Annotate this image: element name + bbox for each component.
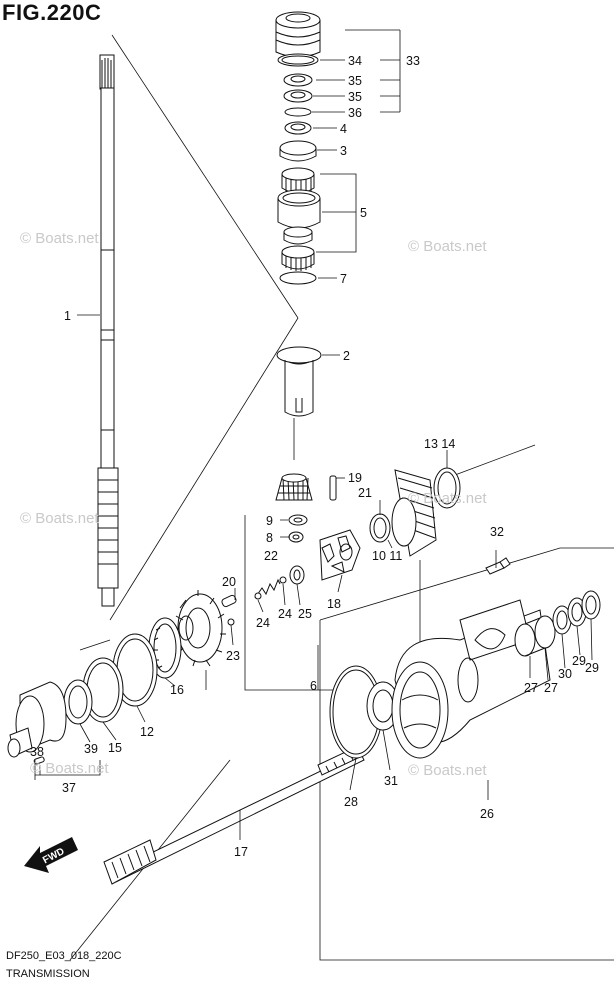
callout-34: 34: [348, 54, 362, 68]
part-forward-gear[interactable]: [173, 590, 226, 667]
fig-title: FIG.220C: [2, 0, 102, 25]
part-washer-9[interactable]: [288, 514, 308, 526]
callout-5: 5: [360, 206, 367, 220]
callout-13-14: 13 14: [424, 437, 455, 451]
callout-6: 6: [310, 679, 317, 693]
callout-9: 9: [266, 514, 273, 528]
callout-21: 21: [358, 486, 372, 500]
part-bearing-39[interactable]: [63, 679, 93, 725]
part-race-3[interactable]: [279, 140, 317, 162]
watermark: © Boats.net: [30, 760, 109, 777]
callout-17: 17: [234, 845, 248, 859]
part-spring-22[interactable]: [254, 578, 281, 600]
figure-code: DF250_E03_018_220C: [6, 950, 122, 962]
part-washer-25[interactable]: [289, 565, 305, 585]
callout-1: 1: [64, 309, 71, 323]
callout-30: 30: [558, 667, 572, 681]
callout-36: 36: [348, 106, 362, 120]
part-sleeve-2[interactable]: [276, 346, 322, 417]
callout-25: 25: [298, 607, 312, 621]
part-ball-24[interactable]: [279, 576, 287, 584]
callout-35a: 35: [348, 74, 362, 88]
part-ring-36[interactable]: [284, 107, 312, 117]
part-seal-29b[interactable]: [581, 590, 601, 620]
part-ring-21[interactable]: [369, 513, 391, 543]
part-shim-7[interactable]: [279, 271, 317, 285]
part-nut-8[interactable]: [288, 531, 304, 543]
callout-10-11: 10 11: [372, 549, 402, 563]
callout-39: 39: [84, 742, 98, 756]
callout-19: 19: [348, 471, 362, 485]
watermark: © Boats.net: [408, 762, 487, 779]
part-bearing-housing-37[interactable]: [7, 681, 67, 758]
callout-27a: 27: [524, 681, 538, 695]
part-bearing-set-5[interactable]: [277, 167, 321, 271]
part-pinion-gear[interactable]: [275, 473, 313, 501]
part-bevel-gear-reverse[interactable]: [391, 469, 437, 557]
callout-33: 33: [406, 54, 420, 68]
part-seal-35a[interactable]: [283, 73, 313, 87]
callout-29a: 29: [572, 654, 586, 668]
watermark: © Boats.net: [20, 230, 99, 247]
callout-24b: 24: [278, 607, 292, 621]
callout-leaders: [34, 29, 593, 840]
callout-31: 31: [384, 774, 398, 788]
callout-38: 38: [30, 745, 44, 759]
part-clutch-18[interactable]: [319, 529, 361, 581]
callout-3: 3: [340, 144, 347, 158]
callout-37: 37: [62, 781, 76, 795]
callout-32: 32: [490, 525, 504, 539]
callout-labels: 1 34 33 35 35 36 4 3 5 7 2 13 14 19 21 9…: [30, 54, 599, 859]
part-cap-33[interactable]: [275, 11, 321, 58]
callout-35b: 35: [348, 90, 362, 104]
callout-2: 2: [343, 349, 350, 363]
watermark: © Boats.net: [408, 238, 487, 255]
part-shim-13-14[interactable]: [433, 467, 461, 509]
part-bolt-32[interactable]: [485, 557, 511, 575]
callout-16: 16: [170, 683, 184, 697]
callout-15: 15: [108, 741, 122, 755]
callout-20: 20: [222, 575, 236, 589]
callout-12: 12: [140, 725, 154, 739]
part-ball-23[interactable]: [227, 618, 235, 626]
fwd-arrow: FWD: [24, 837, 78, 873]
part-pin-19[interactable]: [329, 475, 337, 501]
callout-18: 18: [327, 597, 341, 611]
part-propeller-shaft-17[interactable]: [103, 746, 365, 885]
part-bearing-4[interactable]: [284, 121, 312, 135]
callout-24a: 24: [256, 616, 270, 630]
callout-27b: 27: [544, 681, 558, 695]
part-shaft-housing-26[interactable]: [391, 599, 551, 759]
part-key-38[interactable]: [33, 756, 45, 765]
watermark: © Boats.net: [408, 490, 487, 507]
callout-29b: 29: [585, 661, 599, 675]
part-driveshaft-1[interactable]: [97, 54, 119, 607]
callout-22: 22: [264, 549, 278, 563]
watermark: © Boats.net: [20, 510, 99, 527]
figure-name: TRANSMISSION: [6, 968, 90, 980]
part-needle-bearing-27[interactable]: [514, 615, 556, 657]
part-o-ring-34[interactable]: [277, 53, 319, 67]
callout-4: 4: [340, 122, 347, 136]
callout-8: 8: [266, 531, 273, 545]
callout-28: 28: [344, 795, 358, 809]
part-seal-35b[interactable]: [283, 89, 313, 103]
callout-7: 7: [340, 272, 347, 286]
callout-23: 23: [226, 649, 240, 663]
svg-text:FWD: FWD: [41, 846, 66, 866]
callout-26: 26: [480, 807, 494, 821]
